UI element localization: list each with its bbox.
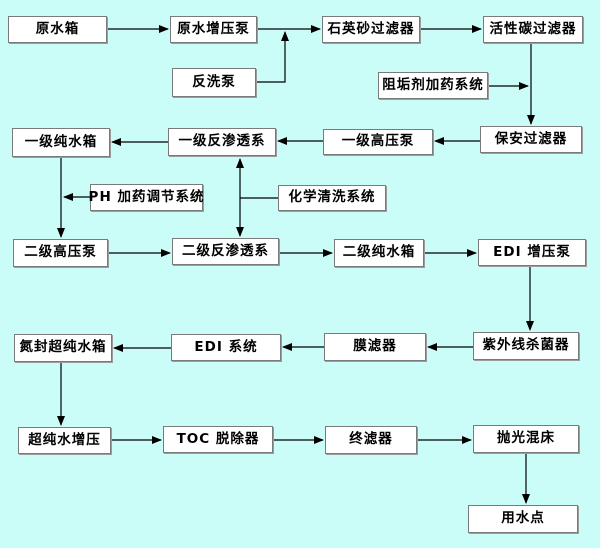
- node-ultrapure-booster: 超纯水增压: [18, 427, 111, 454]
- node-stage2-ro-system: 二级反渗透系: [172, 238, 279, 265]
- node-edi-system: EDI 系统: [171, 334, 281, 361]
- node-backwash-pump: 反洗泵: [172, 68, 256, 97]
- node-stage1-ro-system: 一级反渗透系: [168, 128, 276, 156]
- node-antiscalant-dosing-system: 阻垢剂加药系统: [378, 72, 488, 99]
- node-security-filter: 保安过滤器: [480, 126, 582, 153]
- node-toc-remover: TOC 脱除器: [163, 426, 273, 453]
- node-membrane-filter: 膜滤器: [324, 333, 426, 361]
- node-ph-dosing-adjust-system: PH 加药调节系统: [89, 184, 203, 211]
- node-stage1-high-pressure-pump: 一级高压泵: [323, 129, 433, 155]
- node-quartz-sand-filter: 石英砂过滤器: [322, 16, 420, 43]
- node-edi-booster-pump: EDI 增压泵: [478, 239, 586, 266]
- node-uv-sterilizer: 紫外线杀菌器: [473, 332, 579, 360]
- node-chemical-cleaning-system: 化学清洗系统: [278, 185, 386, 211]
- node-raw-water-tank: 原水箱: [8, 16, 107, 43]
- arrow-backwash-pump-join: [256, 31, 289, 83]
- node-activated-carbon-filter: 活性碳过滤器: [483, 16, 583, 43]
- node-raw-water-booster-pump: 原水增压泵: [170, 16, 257, 43]
- node-polishing-mixed-bed: 抛光混床: [473, 425, 579, 453]
- node-point-of-use: 用水点: [468, 505, 578, 533]
- node-final-filter: 终滤器: [325, 426, 417, 454]
- node-nitrogen-sealed-ultrapure-tank: 氮封超纯水箱: [14, 334, 112, 362]
- node-stage2-high-pressure-pump: 二级高压泵: [13, 239, 108, 267]
- node-stage1-pure-water-tank: 一级纯水箱: [12, 128, 110, 157]
- node-stage2-pure-water-tank: 二级纯水箱: [334, 239, 424, 267]
